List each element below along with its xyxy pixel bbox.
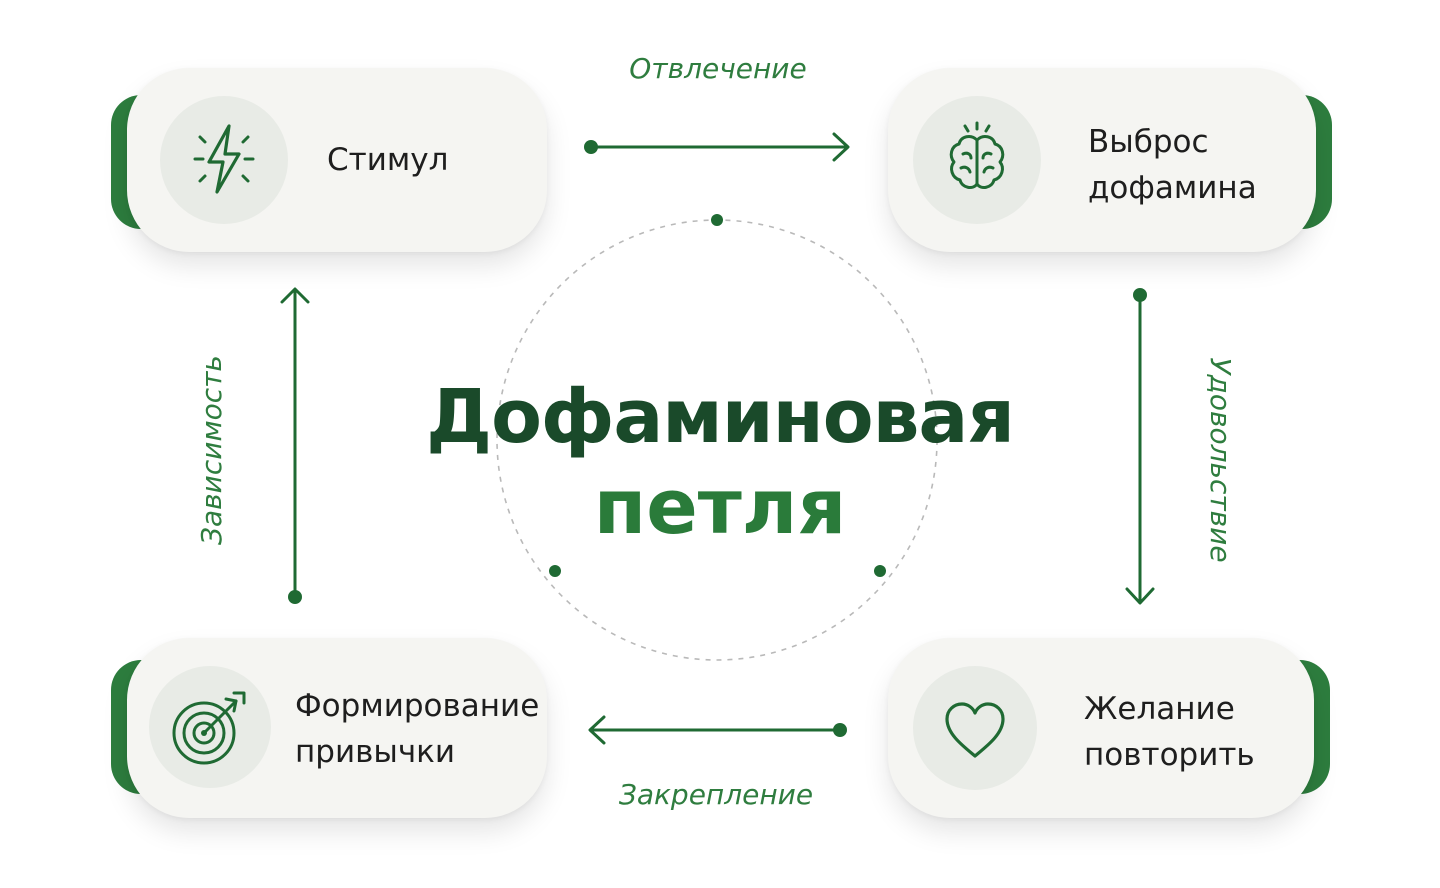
card-repeat: Желание повторить (888, 638, 1314, 818)
card-dopamine-line-2: дофамина (1088, 170, 1257, 206)
title-line-2: петля (593, 462, 847, 551)
card-dopamine: Выброс дофамина (888, 68, 1316, 252)
card-habit-line-1: Формирование (295, 688, 540, 724)
ring-dot-top (711, 214, 723, 226)
card-repeat-line-1: Желание (1084, 691, 1235, 727)
brain-icon (949, 121, 1005, 189)
card-repeat-label: Желание повторить (1084, 686, 1255, 778)
arrow-left (280, 287, 310, 604)
stimulus-icon-circle (160, 96, 288, 224)
card-dopamine-line-1: Выброс (1088, 124, 1209, 160)
ring-dot-bottom-right (874, 565, 886, 577)
lightning-icon (193, 124, 255, 194)
card-stimulus: Стимул (127, 68, 547, 252)
card-stimulus-line-1: Стимул (327, 142, 449, 178)
arrow-right (1125, 288, 1155, 605)
repeat-icon-circle (913, 666, 1037, 790)
card-habit-label: Формирование привычки (295, 683, 539, 775)
connector-label-right: Удовольствие (1204, 357, 1237, 563)
dopamine-icon-circle (913, 96, 1041, 224)
ring-dot-bottom-left (549, 565, 561, 577)
card-habit-line-2: привычки (295, 734, 456, 770)
heart-icon (945, 702, 1005, 758)
connector-label-top: Отвлечение (629, 52, 807, 85)
arrow-bottom (588, 715, 847, 745)
connector-label-left: Зависимость (195, 355, 228, 545)
card-repeat-line-2: повторить (1084, 737, 1255, 773)
card-stimulus-label: Стимул (327, 137, 448, 183)
target-icon (172, 691, 246, 765)
card-dopamine-label: Выброс дофамина (1088, 119, 1257, 211)
habit-icon-circle (149, 666, 271, 788)
card-habit: Формирование привычки (127, 638, 547, 818)
connector-label-bottom: Закрепление (618, 778, 814, 811)
title-line-1: Дофаминовая (426, 374, 1015, 460)
arrow-top (584, 132, 850, 162)
